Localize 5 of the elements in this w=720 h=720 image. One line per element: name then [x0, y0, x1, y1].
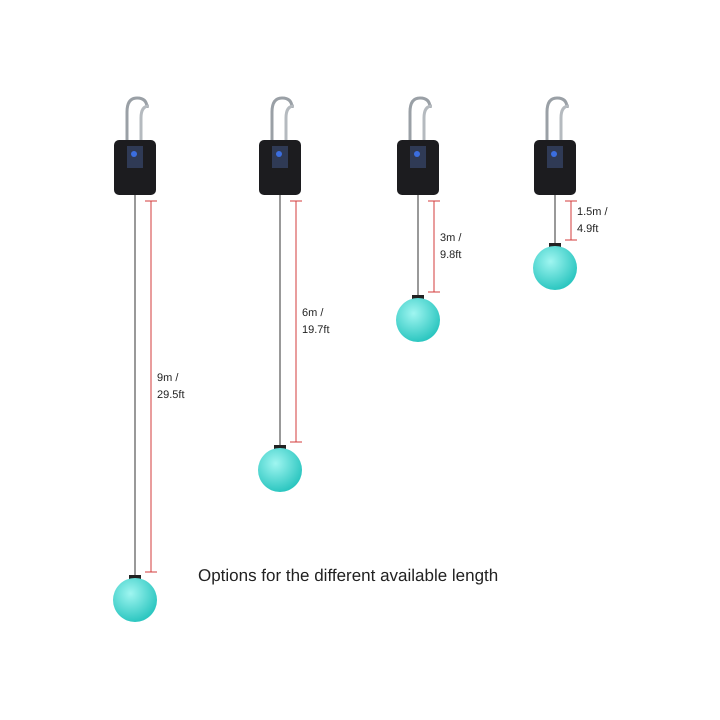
dimension-label: 3m / 9.8ft	[440, 230, 462, 262]
caption: Options for the different available length	[198, 566, 498, 586]
dimension-label: 1.5m / 4.9ft	[577, 204, 609, 236]
dimension-label: 9m / 29.5ft	[157, 370, 186, 402]
dimension-label: 6m / 19.7ft	[302, 306, 331, 338]
